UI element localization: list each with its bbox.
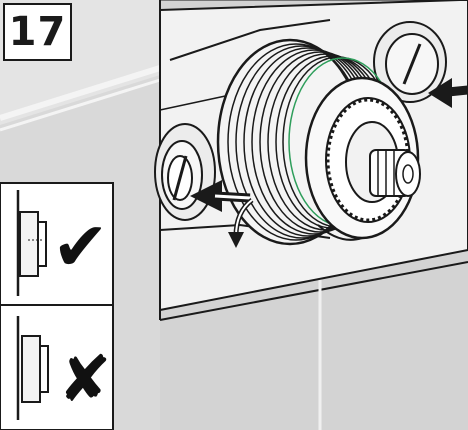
right-locking-screw (373, 21, 447, 103)
tighten-arrow-left (190, 180, 251, 212)
step-badge: 17 (3, 3, 72, 61)
cartridge-front-face (304, 76, 421, 241)
incorrect-seating-detail (16, 316, 49, 420)
x-mark-icon: ✘ (58, 343, 112, 417)
check-mark-icon: ✔ (52, 208, 109, 287)
step-number: 17 (8, 9, 67, 55)
tighten-arrow-right (428, 78, 468, 108)
left-locking-screw (154, 123, 216, 221)
rotate-arrow (228, 198, 254, 248)
correct-seating-detail (16, 190, 47, 296)
